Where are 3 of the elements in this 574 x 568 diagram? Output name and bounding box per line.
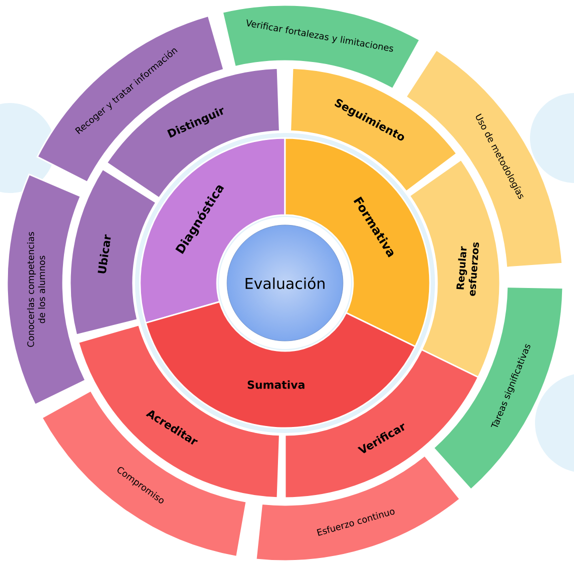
ring-segment: Esfuerzo continuo bbox=[255, 454, 461, 562]
ring-segment: Conocerlas competencias de los alumnos bbox=[6, 174, 86, 406]
ring-segment: Ubicar bbox=[69, 168, 157, 336]
